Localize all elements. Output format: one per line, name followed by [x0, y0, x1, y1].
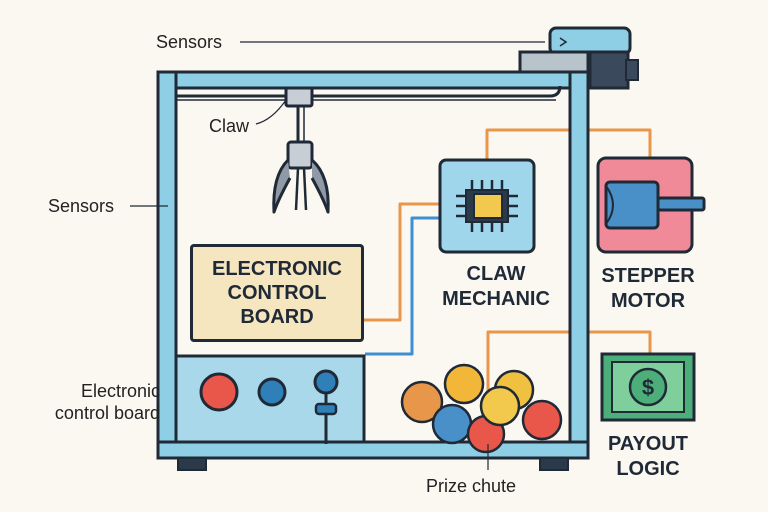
stepper-motor-line-2: MOTOR — [610, 290, 686, 312]
claw-mechanic-line-1: CLAW — [466, 263, 526, 285]
chip-icon — [438, 158, 536, 254]
top-rail — [176, 85, 562, 98]
board-line-1: ELECTRONIC — [212, 258, 342, 280]
leader-claw — [255, 99, 287, 125]
label-stepper-motor: STEPPER MOTOR — [592, 264, 704, 314]
joystick-icon — [313, 369, 339, 444]
prize-balls — [400, 363, 563, 454]
payout-logic-line-2: LOGIC — [616, 458, 680, 480]
claw-icon — [272, 86, 330, 214]
label-payout-logic: PAYOUT LOGIC — [592, 432, 704, 482]
claw-mechanic-line-2: MECHANIC — [442, 288, 550, 310]
label-claw-mechanic: CLAW MECHANIC — [436, 262, 556, 312]
foot-right — [539, 457, 569, 471]
board-line-3: BOARD — [240, 306, 314, 328]
label-electronic-control-board: Electronic control board — [40, 380, 160, 424]
control-panel — [174, 354, 366, 444]
blue-button — [257, 377, 287, 407]
wire-board-to-chip — [364, 202, 440, 322]
wire-panel-to-chip — [365, 216, 440, 356]
money-icon: $ — [600, 352, 696, 422]
label-claw: Claw — [209, 116, 250, 136]
label-sensors-left: Sensors — [48, 196, 115, 216]
label-sensors-top: Sensors — [156, 32, 223, 52]
red-button — [199, 372, 239, 412]
electronic-control-board: ELECTRONIC CONTROL BOARD — [190, 244, 364, 342]
foot-left — [177, 457, 207, 471]
stepper-motor-line-1: STEPPER — [601, 265, 695, 287]
motor-icon — [596, 156, 706, 254]
label-ecb-line-2: control board — [54, 403, 160, 423]
sensor-icon — [518, 26, 639, 90]
label-ecb-line-1: Electronic — [80, 381, 160, 401]
payout-symbol: $ — [642, 375, 654, 400]
label-prize-chute: Prize chute — [426, 476, 517, 496]
payout-logic-line-1: PAYOUT — [607, 433, 689, 455]
board-line-2: CONTROL — [227, 282, 327, 304]
